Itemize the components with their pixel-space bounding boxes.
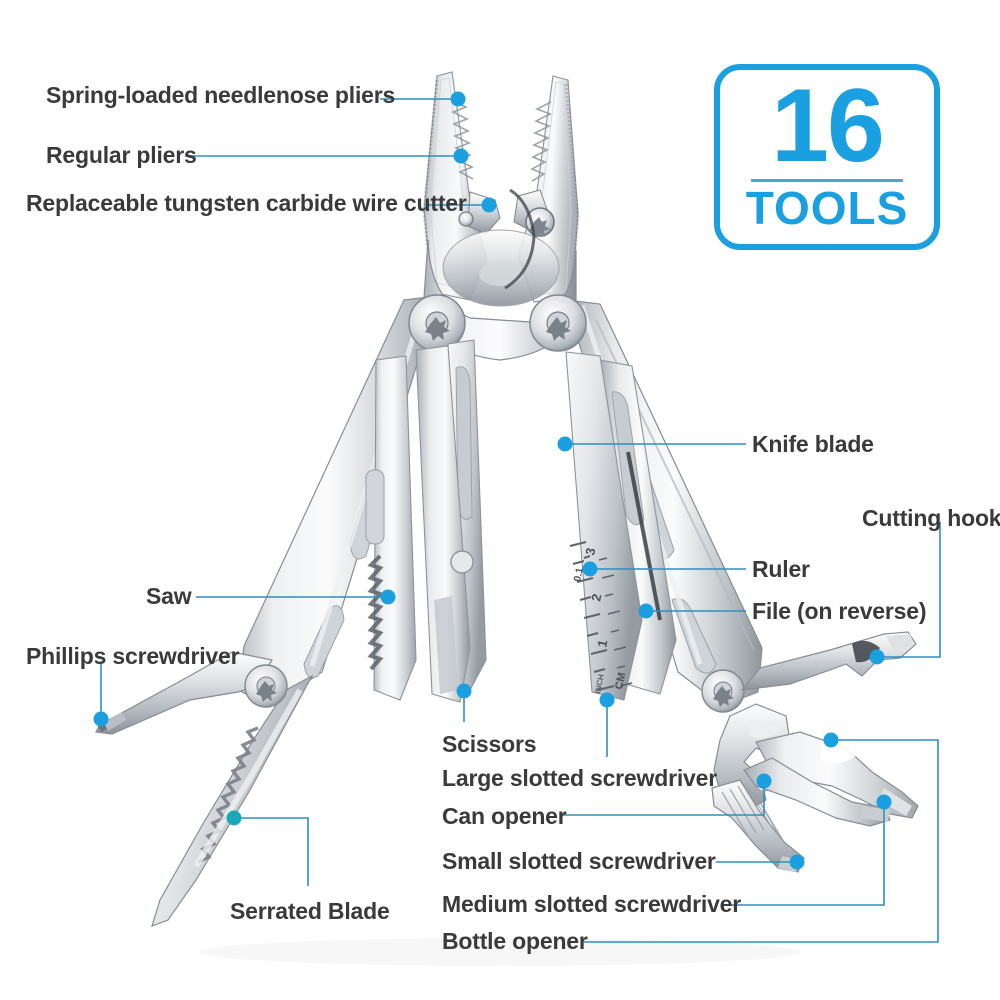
tools-count-badge: 16 TOOLS (714, 64, 940, 250)
callout-label-replaceable-tungsten-carbide-wire-cutter: Replaceable tungsten carbide wire cutter (26, 190, 467, 216)
callout-dot-knife-blade[interactable] (557, 436, 573, 452)
callout-dot-regular-pliers[interactable] (453, 148, 469, 164)
small-slotted-screwdriver-implement (711, 779, 805, 873)
leader-line-medium-slotted-screwdriver (722, 808, 885, 906)
scissors-implement (415, 345, 474, 703)
callout-dot-serrated-blade[interactable] (226, 810, 242, 826)
callout-label-cutting-hook: Cutting hook (862, 505, 1000, 531)
callout-label-small-slotted-screwdriver: Small slotted screwdriver (442, 848, 716, 874)
callout-label-spring-loaded-needlenose-pliers: Spring-loaded needlenose pliers (46, 82, 396, 108)
ruler-tick-2: 2 (588, 592, 604, 602)
cutting-hook-implement (740, 631, 917, 691)
callout-label-regular-pliers: Regular pliers (46, 142, 197, 168)
pivot-right (529, 294, 587, 352)
medium-slotted-screwdriver-implement (743, 757, 891, 827)
leader-line-can-opener (562, 787, 765, 816)
svg-text:0.1: 0.1 (572, 566, 586, 582)
callout-label-can-opener: Can opener (442, 803, 567, 829)
callout-label-scissors: Scissors (442, 731, 537, 757)
callout-label-serrated-blade: Serrated Blade (230, 898, 390, 924)
callout-dot-can-opener[interactable] (756, 773, 772, 789)
ruler-unit-cm: CM (613, 671, 628, 690)
callout-dot-spring-loaded-needlenose-pliers[interactable] (450, 91, 466, 107)
tools-count-number: 16 (771, 67, 885, 184)
callout-label-knife-blade: Knife blade (752, 431, 874, 457)
callout-dot-large-slotted-screwdriver[interactable] (599, 692, 615, 708)
callout-label-file-on-reverse: File (on reverse) (752, 598, 927, 624)
callout-label-ruler: Ruler (752, 556, 810, 582)
saw-implement (365, 355, 417, 701)
callout-dot-ruler[interactable] (582, 561, 598, 577)
callout-dot-small-slotted-screwdriver[interactable] (789, 854, 805, 870)
ruler-tick-1: 1 (594, 638, 610, 648)
ruler-unit-inch: INCH (593, 673, 606, 694)
tools-count-word: TOOLS (745, 182, 909, 235)
callout-dot-file-on-reverse[interactable] (638, 603, 654, 619)
serrated-blade-implement (151, 674, 314, 927)
leader-line-serrated-blade (240, 817, 309, 886)
ruler-implement: 1 2 3 CM INCH 0.1 (565, 351, 643, 701)
leader-line-cutting-hook (883, 522, 941, 658)
badge-divider (751, 179, 903, 183)
ruler-tick-3: 3 (582, 546, 598, 556)
callout-dot-saw[interactable] (380, 589, 396, 605)
callout-dot-cutting-hook[interactable] (869, 649, 885, 665)
callout-dot-phillips-screwdriver[interactable] (93, 711, 109, 727)
left-handle-pivot-lower (244, 664, 288, 708)
pivot-left (408, 294, 466, 352)
callout-label-medium-slotted-screwdriver: Medium slotted screwdriver (442, 891, 741, 917)
callout-dot-bottle-opener[interactable] (823, 732, 839, 748)
callout-label-saw: Saw (146, 583, 192, 609)
callout-label-bottle-opener: Bottle opener (442, 928, 588, 954)
callout-label-large-slotted-screwdriver: Large slotted screwdriver (442, 765, 717, 791)
leader-line-bottle-opener (584, 739, 939, 943)
right-handle-pivot-lower (701, 669, 745, 713)
callout-dot-medium-slotted-screwdriver[interactable] (876, 794, 892, 810)
callout-dot-scissors[interactable] (456, 683, 472, 699)
callout-dot-replaceable-tungsten-carbide-wire-cutter[interactable] (481, 197, 497, 213)
callout-label-phillips-screwdriver: Phillips screwdriver (26, 643, 240, 669)
